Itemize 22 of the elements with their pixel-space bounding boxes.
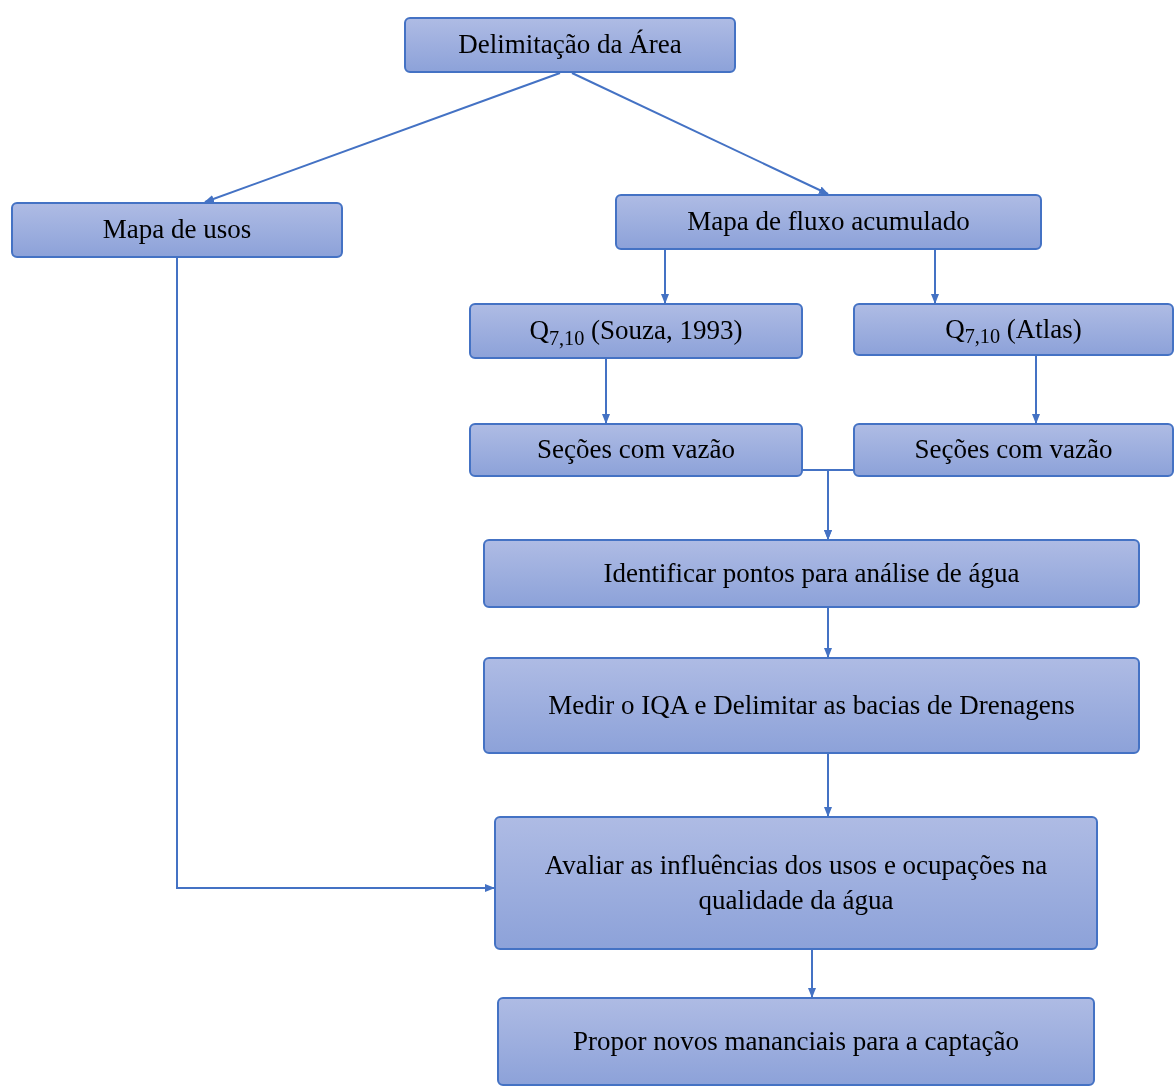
process-box: Seções com vazão [469,423,803,477]
arrow [176,257,495,892]
process-box: Q$_{7,10}$ (Souza, 1993) [469,303,803,359]
arrow [824,469,854,540]
arrow [571,72,829,195]
process-box: Seções com vazão [853,423,1174,477]
arrow [661,249,669,304]
arrow [204,72,561,203]
arrow [602,358,610,424]
arrow [824,753,832,817]
process-box: Medir o IQA e Delimitar as bacias de Drenagens [483,657,1140,754]
process-box: Propor novos mananciais para a captação [497,997,1095,1086]
process-box: Avaliar as influências dos usos e ocupações na qualidade da água [494,816,1098,950]
process-box: Identificar pontos para análise de água [483,539,1140,608]
arrow [1032,355,1040,424]
process-box: Mapa de usos [11,202,343,258]
process-box: Q$_{7,10}$ (Atlas) [853,303,1174,356]
arrow [808,949,816,998]
process-box: Mapa de fluxo acumulado [615,194,1042,250]
process-box: Delimitação da Área [404,17,736,73]
arrow [824,607,832,658]
arrow [931,249,939,304]
